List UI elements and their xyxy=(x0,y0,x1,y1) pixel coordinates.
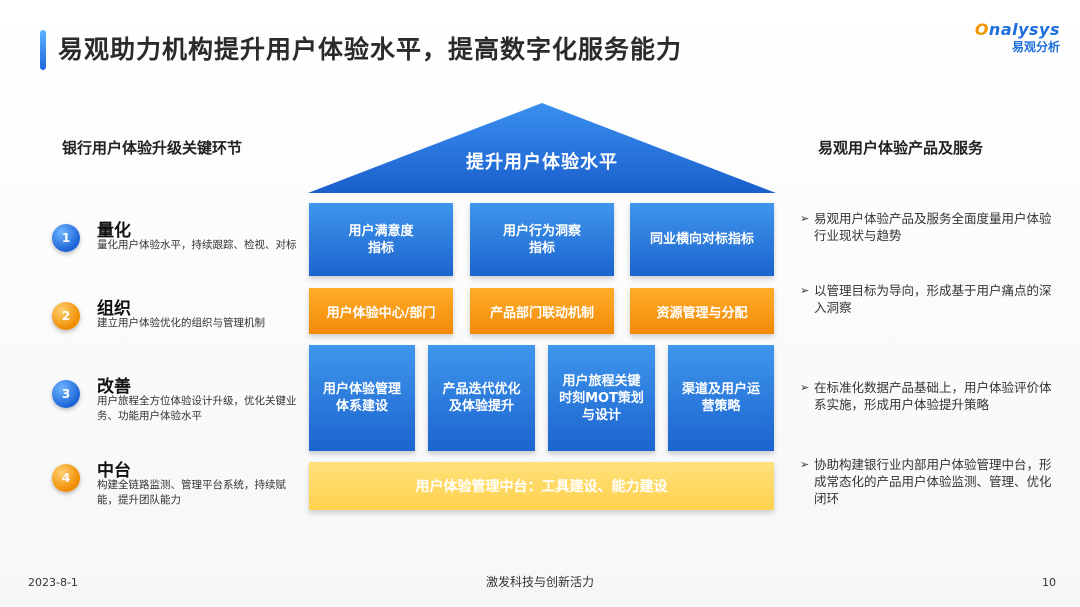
logo-wordmark: Onalysys xyxy=(974,20,1060,39)
service-item-4: ➢ 协助构建银行业内部用户体验管理中台，形成常态化的产品用户体验监测、管理、优化… xyxy=(800,457,1052,506)
analysys-logo: Onalysys 易观分析 xyxy=(975,20,1060,55)
roof-triangle xyxy=(308,103,776,193)
service-item-3: ➢ 在标准化数据产品基础上，用户体验评价体系实施，形成用户体验提升策略 xyxy=(800,380,1052,412)
pillar-satisfaction: 用户满意度 指标 xyxy=(309,203,453,276)
org-ux-center: 用户体验中心/部门 xyxy=(309,288,453,334)
platform-base: 用户体验管理中台：工具建设、能力建设 xyxy=(309,462,774,510)
page-title: 易观助力机构提升用户体验水平，提高数字化服务能力 xyxy=(58,35,683,64)
footer-date: 2023-8-1 xyxy=(28,576,78,589)
pillar-benchmark: 同业横向对标指标 xyxy=(630,203,774,276)
step-desc: 量化用户体验水平，持续跟踪、检视、对标 xyxy=(97,239,297,251)
left-heading: 银行用户体验升级关键环节 xyxy=(62,139,243,157)
step-number-1: 1 xyxy=(52,224,80,252)
improve-channel: 渠道及用户运 营策略 xyxy=(668,345,774,451)
org-product-linkage: 产品部门联动机制 xyxy=(470,288,614,334)
page-number: 10 xyxy=(1042,576,1056,589)
arrow-bullet-icon: ➢ xyxy=(800,212,810,225)
step-title: 中台 xyxy=(97,461,131,481)
improve-mot: 用户旅程关键 时刻MOT策划 与设计 xyxy=(548,345,655,451)
pillar-behavior: 用户行为洞察 指标 xyxy=(470,203,614,276)
footer-slogan: 激发科技与创新活力 xyxy=(485,575,594,589)
step-number-2: 2 xyxy=(52,302,80,330)
improve-iteration: 产品迭代优化 及体验提升 xyxy=(428,345,535,451)
org-resource-mgmt: 资源管理与分配 xyxy=(630,288,774,334)
arrow-bullet-icon: ➢ xyxy=(800,458,810,471)
roof-label: 提升用户体验水平 xyxy=(466,152,618,173)
title-accent-bar xyxy=(40,30,46,70)
arrow-bullet-icon: ➢ xyxy=(800,381,810,394)
service-item-2: ➢ 以管理目标为导向，形成基于用户痛点的深入洞察 xyxy=(800,283,1052,315)
logo-cn: 易观分析 xyxy=(1011,40,1060,54)
house-roof xyxy=(308,103,776,193)
step-desc: 建立用户体验优化的组织与管理机制 xyxy=(97,317,265,329)
step-title: 改善 xyxy=(97,377,131,397)
service-item-1: ➢ 易观用户体验产品及服务全面度量用户体验行业现状与趋势 xyxy=(800,211,1052,243)
step-number-4: 4 xyxy=(52,464,80,492)
step-title: 组织 xyxy=(97,299,131,319)
improve-system: 用户体验管理 体系建设 xyxy=(309,345,415,451)
step-desc: 用户旅程全方位体验设计升级，优化关键业务、功能用户体验水平 xyxy=(97,395,297,422)
arrow-bullet-icon: ➢ xyxy=(800,284,810,297)
step-title: 量化 xyxy=(97,221,131,241)
right-heading: 易观用户体验产品及服务 xyxy=(818,139,984,157)
step-desc: 构建全链路监测、管理平台系统，持续赋能，提升团队能力 xyxy=(97,479,286,506)
step-number-3: 3 xyxy=(52,380,80,408)
